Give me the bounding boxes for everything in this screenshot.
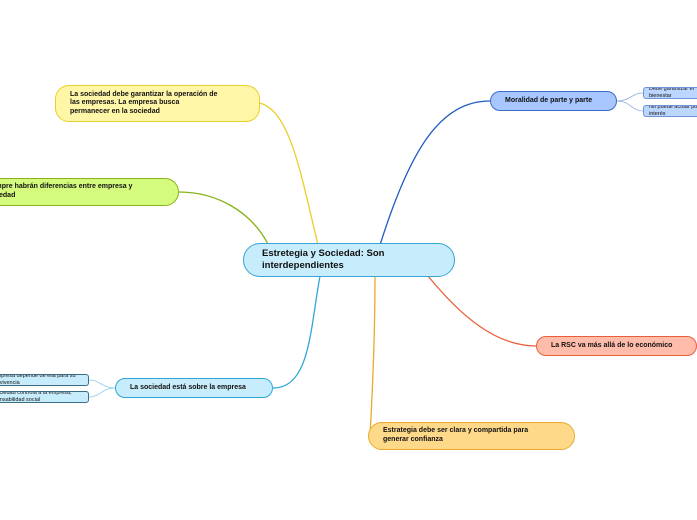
connector-green [178,191,269,245]
subtopic-moralidad-1[interactable]: Debe garantizar el bienestar [643,87,697,99]
subtopic-sociedad-1[interactable]: La empresa depende de ella para su super… [0,374,89,386]
subtopic-sociedad-2[interactable]: La sociedad controla a la empresa, respo… [0,391,89,403]
topic-diferencias[interactable]: Siempre habrán diferencias entre empresa… [0,178,179,206]
topic-sociedad-sobre-empresa[interactable]: La sociedad está sobre la empresa [115,378,273,398]
connector-yellow [259,102,319,246]
connector-sky-child-1 [88,379,116,389]
connector-blue-child-2 [616,100,644,112]
connector-red [427,275,537,347]
topic-moralidad[interactable]: Moralidad de parte y parte [490,91,617,111]
topic-sociedad-garantizar[interactable]: La sociedad debe garantizar la operación… [55,85,260,122]
connector-blue [379,100,491,246]
connector-gold [369,275,376,437]
central-topic[interactable]: Estretegia y Sociedad: Son interdependie… [243,243,455,277]
connector-blue-child-1 [616,92,644,102]
connector-sky [272,275,321,389]
connector-sky-child-2 [88,387,116,398]
topic-rsc[interactable]: La RSC va más allá de lo económico [536,336,697,356]
subtopic-moralidad-2[interactable]: No puede actuar por interés [643,105,697,117]
topic-estrategia-clara[interactable]: Estrategia debe ser clara y compartida p… [368,422,575,450]
